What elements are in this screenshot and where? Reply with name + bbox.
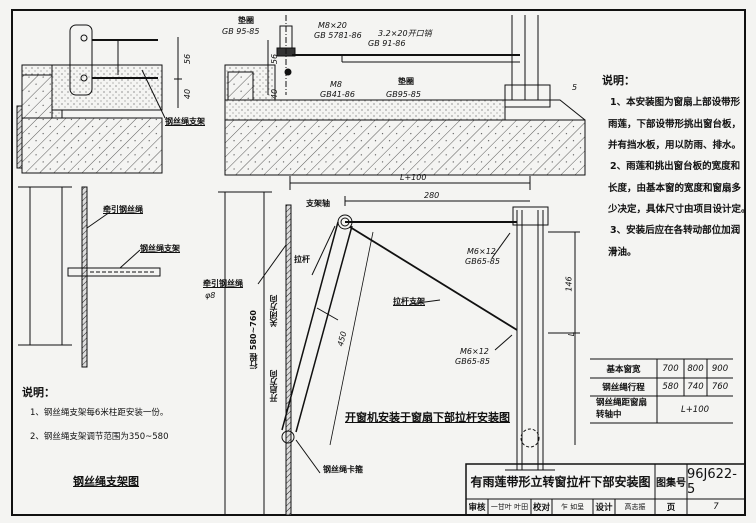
table-cell: 580	[662, 382, 679, 392]
label-bracket: 钢丝绳支架	[165, 117, 205, 126]
table-cell: 740	[687, 382, 704, 392]
close-direction: 关闭方向	[269, 295, 278, 327]
table-cell: 800	[687, 363, 704, 374]
std-washer-2: GB95-85	[386, 90, 421, 99]
label-rope: 牵引钢丝绳	[103, 205, 143, 214]
dim-56-mid: 56	[270, 53, 280, 65]
mark-5: 5	[572, 83, 578, 92]
std-pin: GB 91-86	[368, 39, 406, 48]
note-line: 2、雨莲和挑出窗台板的宽度和	[610, 161, 741, 172]
drawing-title: 有雨莲带形立转窗拉杆下部安装图	[470, 475, 651, 489]
label-rod-bracket: 拉杆支架	[393, 297, 425, 306]
dim-56: 56	[183, 53, 193, 65]
left-note: 1、钢丝绳支架每6米柱距安装一份。	[30, 408, 169, 418]
dim-40: 40	[183, 88, 193, 100]
page-number: 7	[713, 502, 719, 512]
note-line: 滑油。	[608, 247, 637, 258]
note-line: 少决定，具体尺寸由项目设计定。	[608, 204, 751, 215]
table-cell: 760	[711, 382, 729, 392]
table-label: 钢丝绳距窗扇转轴中	[596, 398, 648, 420]
note-line: 雨莲，下部设带形挑出窗台板，	[608, 119, 742, 130]
notes-heading: 说明：	[602, 74, 635, 87]
review-label: 审核	[468, 503, 486, 513]
atlas-label: 图集号	[656, 478, 686, 489]
check-signature: 乍 如呈	[560, 503, 585, 511]
label-nut: M8	[330, 80, 342, 89]
label-pin: 3.2×20开口销	[378, 29, 432, 38]
note-line: 1、本安装图为窗扇上部设带形	[610, 97, 741, 108]
screw-1: M6×12	[467, 247, 496, 256]
label-rod: 拉杆	[294, 255, 310, 264]
rope-diameter: φ8	[205, 291, 216, 300]
screw-2: M6×12	[460, 347, 489, 356]
dim-146: 146	[564, 276, 574, 292]
design-label: 设计	[595, 503, 613, 513]
std-nut: GB41-86	[320, 90, 355, 99]
label-pivot: 支架轴	[306, 199, 330, 208]
dim-280: 280	[424, 191, 440, 200]
label-bracket-left: 钢丝绳支架	[140, 244, 180, 253]
label-clamp: 钢丝绳卡箍	[323, 465, 363, 474]
left-caption: 钢丝绳支架图	[73, 475, 139, 488]
left-note: 2、钢丝绳支架调节范围为350~580	[30, 432, 169, 442]
dim-l-plus-100: L+100	[400, 173, 427, 182]
label-traction-rope: 牵引钢丝绳	[203, 279, 243, 288]
dim-40-mid: 40	[270, 88, 280, 100]
screw-1-std: GB65-85	[465, 257, 500, 266]
label-washer-2: 垫圈	[398, 77, 414, 86]
left-notes-heading: 说明：	[22, 386, 55, 399]
std-washer: GB 95-85	[222, 27, 260, 36]
check-label: 校对	[532, 503, 550, 513]
note-line: 并有挡水板，用以防雨、排水。	[608, 140, 742, 151]
table-cell: 700	[662, 363, 679, 374]
stroke-label: 行程 580~760	[249, 310, 258, 369]
table-cell: L+100	[680, 404, 710, 415]
table-label: 基本窗宽	[606, 364, 641, 375]
label-bolt: M8×20	[318, 21, 347, 30]
table-label: 钢丝绳行程	[602, 383, 645, 393]
table-cell: 900	[711, 363, 729, 374]
screw-2-std: GB65-85	[455, 357, 490, 366]
review-signature: 一甘叶 叶田	[490, 503, 529, 511]
page-label: 页	[666, 503, 676, 513]
open-direction: 开启方向	[269, 370, 278, 402]
note-line: 长度，由基本窗的宽度和窗扇多	[608, 183, 742, 194]
dim-l: L	[567, 331, 577, 337]
std-bolt: GB 5781-86	[314, 31, 362, 40]
design-signature: 高志振	[624, 503, 646, 511]
label-washer: 垫圈	[238, 16, 254, 25]
note-line: 3、安装后应在各转动部位加润	[610, 225, 741, 236]
main-caption: 开窗机安装于窗扇下部拉杆安装图	[345, 411, 510, 424]
atlas-number: 96J622-5	[687, 466, 737, 497]
